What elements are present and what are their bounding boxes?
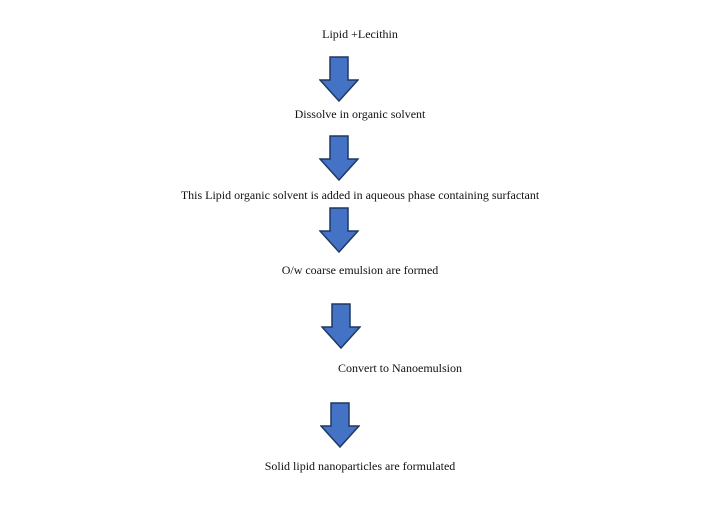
down-arrow-icon	[321, 303, 361, 349]
step-sln-formulated: Solid lipid nanoparticles are formulated	[264, 459, 456, 473]
down-arrow-icon	[319, 207, 359, 253]
down-arrow-icon	[320, 402, 360, 448]
step-coarse-emulsion: O/w coarse emulsion are formed	[281, 263, 439, 277]
step-lipid-lecithin: Lipid +Lecithin	[322, 27, 398, 41]
step-add-aqueous-phase: This Lipid organic solvent is added in a…	[180, 188, 540, 202]
down-arrow-icon	[319, 56, 359, 102]
step-nanoemulsion: Convert to Nanoemulsion	[338, 361, 462, 375]
step-dissolve-solvent: Dissolve in organic solvent	[294, 107, 426, 121]
down-arrow-icon	[319, 135, 359, 181]
